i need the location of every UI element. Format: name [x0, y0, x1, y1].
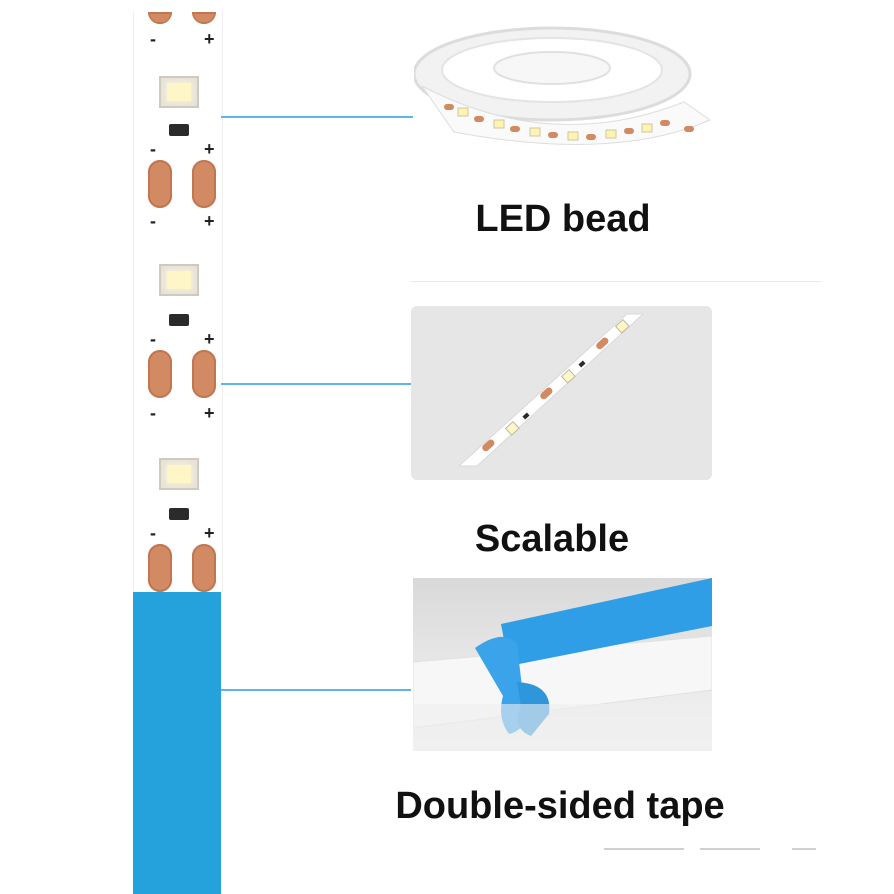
minus-mark: -: [150, 523, 156, 543]
plus-mark: +: [204, 329, 215, 349]
led-bead: [159, 264, 199, 296]
connector-line: [221, 116, 413, 118]
minus-mark: -: [150, 139, 156, 159]
decorative-dash: [700, 848, 760, 850]
copper-cut-pad: [148, 350, 172, 398]
copper-cut-pad: [192, 12, 216, 24]
led-strip-closeup: - + - + - + - + - + - +: [133, 12, 223, 592]
feature-caption-led-bead: LED bead: [475, 198, 651, 240]
copper-cut-pad: [148, 160, 172, 208]
resistor: [169, 124, 189, 136]
minus-mark: -: [150, 329, 156, 349]
led-strip-reel-image: [414, 14, 712, 160]
plus-mark: +: [204, 403, 215, 423]
plus-mark: +: [204, 139, 215, 159]
separator-line: [411, 281, 821, 282]
double-sided-tape-backing: [133, 592, 221, 894]
led-bead: [159, 458, 199, 490]
decorative-dash: [792, 848, 816, 850]
connector-line: [221, 383, 411, 385]
connector-line: [221, 689, 411, 691]
led-bead: [159, 76, 199, 108]
minus-mark: -: [150, 403, 156, 423]
copper-cut-pad: [192, 160, 216, 208]
plus-mark: +: [204, 29, 215, 49]
minus-mark: -: [150, 29, 156, 49]
plus-mark: +: [204, 523, 215, 543]
copper-cut-pad: [148, 12, 172, 24]
plus-mark: +: [204, 211, 215, 231]
minus-mark: -: [150, 211, 156, 231]
decorative-dash: [604, 848, 684, 850]
copper-cut-pad: [148, 544, 172, 592]
copper-cut-pad: [192, 350, 216, 398]
copper-cut-pad: [192, 544, 216, 592]
feature-caption-scalable: Scalable: [474, 518, 630, 560]
double-sided-tape-image: [413, 578, 712, 751]
resistor: [169, 314, 189, 326]
resistor: [169, 508, 189, 520]
cut-led-strip-image: [411, 306, 712, 480]
feature-caption-double-sided-tape: Double-sided tape: [395, 785, 725, 827]
